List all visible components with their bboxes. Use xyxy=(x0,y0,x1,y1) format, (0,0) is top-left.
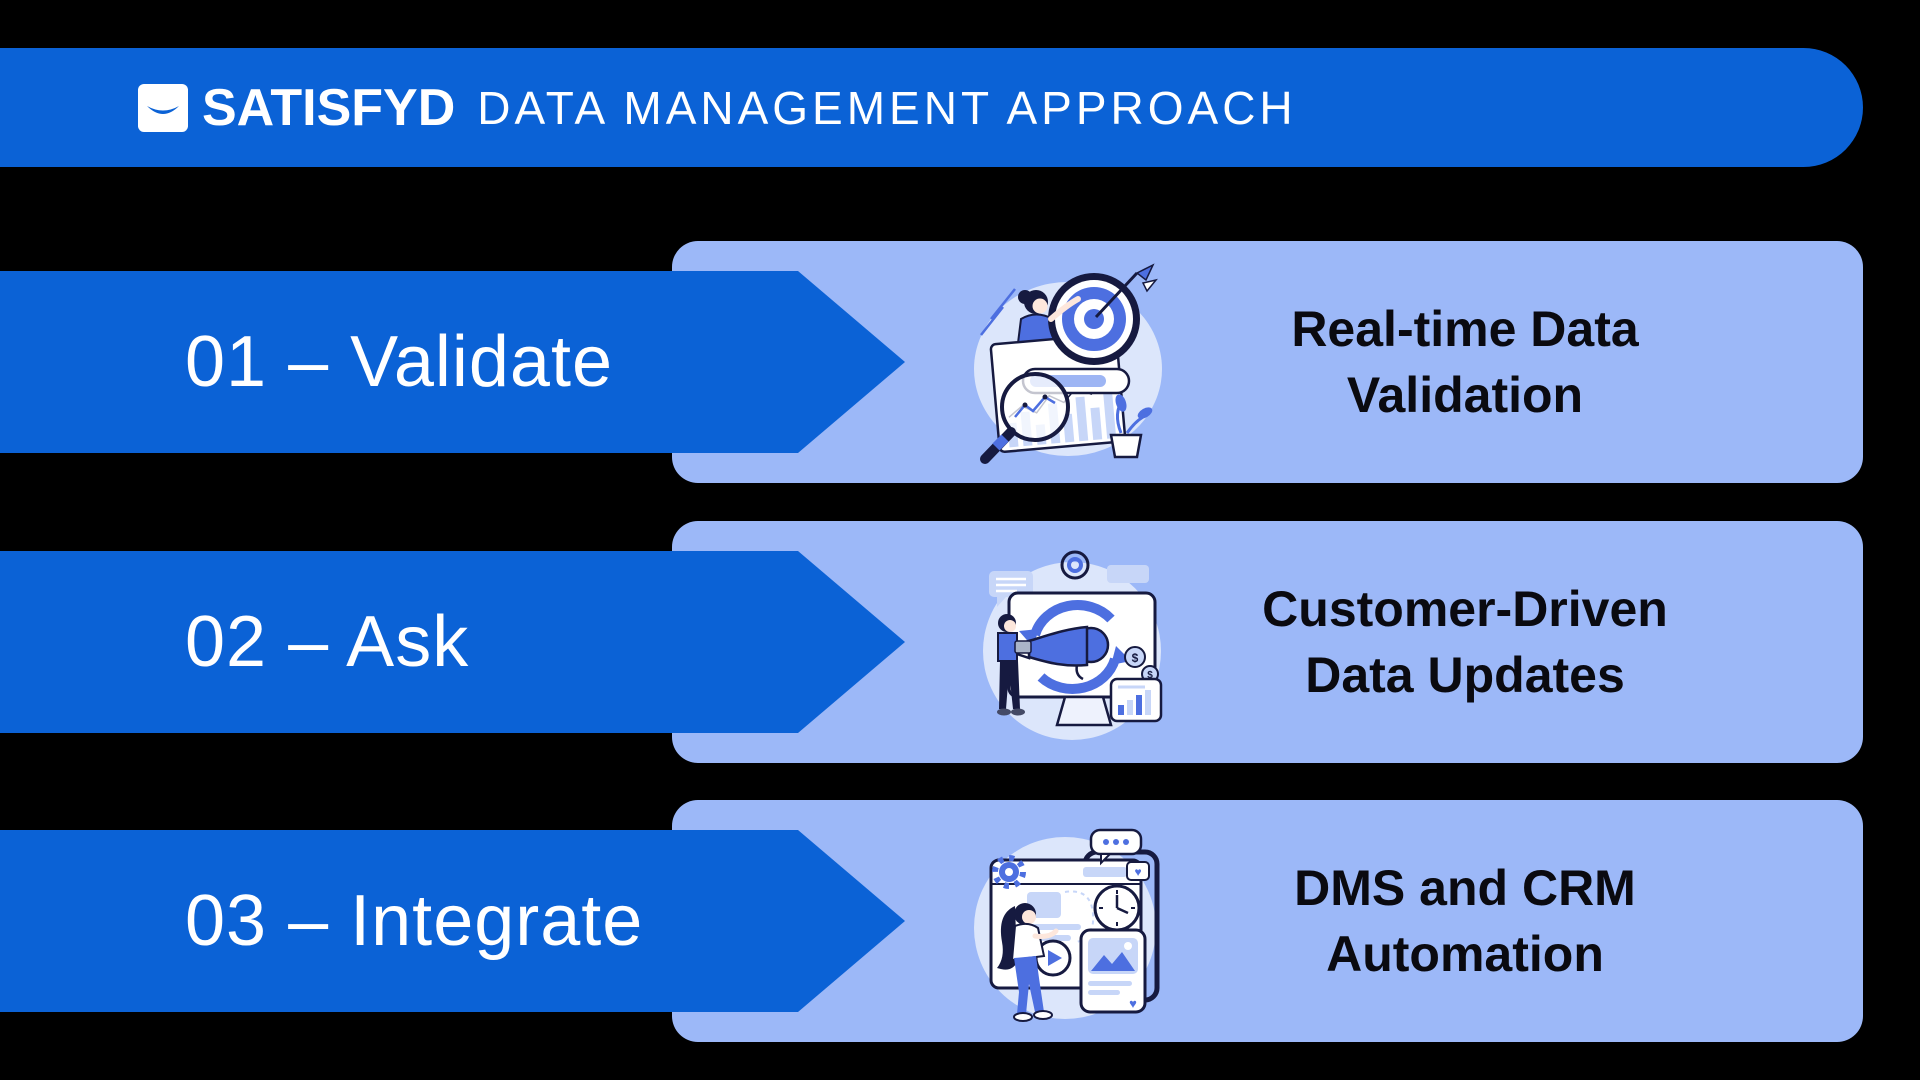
brand-name: SATISFYD xyxy=(202,78,456,137)
step-arrow: 02 – Ask xyxy=(0,551,905,733)
step-arrow: 03 – Integrate xyxy=(0,830,905,1012)
step-arrow: 01 – Validate xyxy=(0,271,905,453)
svg-text:♥: ♥ xyxy=(1129,996,1137,1011)
svg-text:$: $ xyxy=(1147,670,1153,681)
step-description-line: Validation xyxy=(1346,367,1584,423)
target-dart-magnifier-illustration-icon xyxy=(974,263,1162,464)
browser-automation-illustration-icon: ♥ ♥ xyxy=(974,828,1160,1022)
step-row-validate: Real-time Data Validation 01 – Validate xyxy=(0,241,1920,483)
step-description: Real-time Data Validation xyxy=(1185,241,1745,483)
step-description: DMS and CRM Automation xyxy=(1185,800,1745,1042)
step-label: 02 – Ask xyxy=(185,602,470,682)
satisfyd-logo xyxy=(138,83,188,132)
step-label: 03 – Integrate xyxy=(185,881,644,961)
step-label: 01 – Validate xyxy=(185,322,613,402)
step-description-line: Real-time Data xyxy=(1291,301,1639,357)
step-row-ask: $ $ Customer-Driven Data Updates 02 – As… xyxy=(0,521,1920,763)
smile-icon xyxy=(147,105,179,114)
svg-text:♥: ♥ xyxy=(1134,865,1141,879)
header-bar: SATISFYD DATA MANAGEMENT APPROACH xyxy=(0,48,1863,167)
step-description-line: Data Updates xyxy=(1305,647,1625,703)
step-description-line: Automation xyxy=(1326,926,1604,982)
page-title: DATA MANAGEMENT APPROACH xyxy=(477,81,1297,134)
step-description-line: DMS and CRM xyxy=(1294,860,1636,916)
step-row-integrate: ♥ ♥ xyxy=(0,800,1920,1042)
step-description-line: Customer-Driven xyxy=(1262,581,1668,637)
svg-text:$: $ xyxy=(1132,651,1139,665)
step-description: Customer-Driven Data Updates xyxy=(1185,521,1745,763)
megaphone-refresh-illustration-icon: $ $ xyxy=(983,550,1163,740)
